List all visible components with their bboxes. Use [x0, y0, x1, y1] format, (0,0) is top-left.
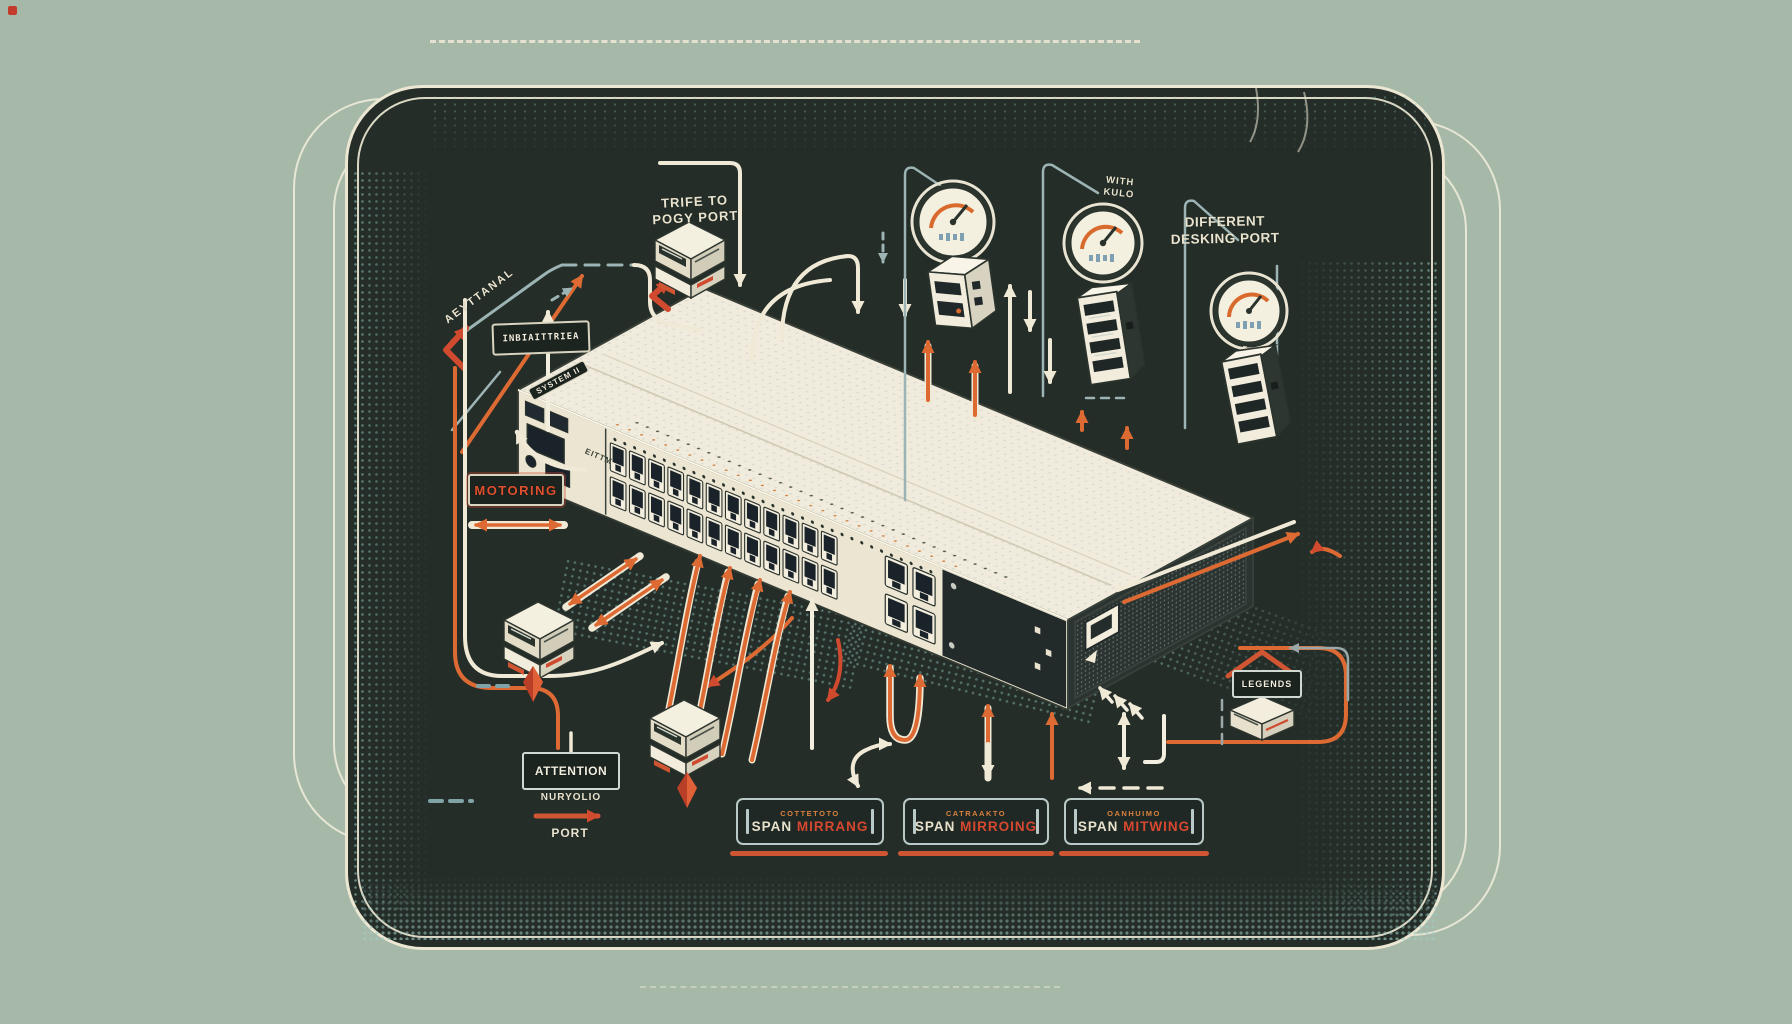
tick-right [1036, 809, 1039, 834]
halftone-left [352, 170, 432, 910]
red-bend-arrow-1 [443, 325, 469, 371]
corner-red-dot [8, 6, 17, 15]
red-diamond-arrow-2 [677, 772, 697, 808]
span-mirroring-box-3: OANHUIMO SPAN MITWING [1064, 798, 1204, 845]
top-dashed-line [430, 40, 1140, 43]
receiver-badge: LEGENDS [1232, 670, 1302, 698]
tick-left [1074, 809, 1077, 834]
device-mid-left [503, 601, 575, 679]
tick-right [1191, 809, 1194, 834]
span-box-word2: MITWING [1123, 819, 1191, 834]
attention-sub: NURYOLIO [540, 792, 602, 803]
device-top-left [654, 221, 726, 299]
span-box-caption: CATRAAKTO [945, 809, 1007, 818]
with-kulo-label: WITH KULO [1103, 174, 1136, 201]
span-box-word2: MIRROING [960, 819, 1038, 834]
attention-badge: ATTENTION [522, 752, 620, 790]
device-right [1228, 695, 1296, 742]
gauge-2 [1062, 202, 1144, 294]
span-box-word1: SPAN [1077, 819, 1119, 834]
gauge-3 [1209, 271, 1289, 360]
tick-left [746, 809, 749, 834]
meter-box-1 [925, 255, 997, 330]
tick-left [913, 809, 916, 834]
red-diamond-arrow-1 [523, 666, 543, 702]
barcode-badge: INBIAITTRIEA [491, 320, 591, 356]
different-port-label: DIFFERENT DESKING PORT [1160, 213, 1291, 249]
connector-arrows [428, 161, 1350, 823]
halftone-right [1292, 260, 1440, 920]
attention-port: PORT [551, 826, 589, 840]
span-box-caption: COTTETOTO [780, 809, 840, 818]
span-mirroring-box-1: COTTETOTO SPAN MIRRANG [736, 798, 884, 845]
device-bottom-center [649, 699, 721, 777]
span-box-caption: OANHUIMO [1107, 809, 1161, 818]
span-underline-3 [1059, 851, 1209, 856]
span-underline-2 [898, 851, 1054, 856]
span-mirroring-box-2: CATRAAKTO SPAN MIRROING [903, 798, 1049, 845]
span-box-word2: MIRRANG [796, 819, 869, 834]
span-box-word1: SPAN [751, 819, 793, 834]
monitoring-badge: MOTORING [468, 474, 564, 506]
halftone-top [430, 94, 1430, 158]
meter-box-3 [1218, 343, 1292, 446]
meter-box-2 [1074, 281, 1146, 386]
sfp-arrow-icon [1085, 650, 1097, 663]
tick-right [871, 809, 874, 834]
different-port-line2: DESKING PORT [1170, 229, 1280, 247]
span-box-word1: SPAN [914, 819, 956, 834]
network-switch [515, 287, 1256, 712]
span-underline-1 [730, 851, 888, 856]
halftone-bottom [362, 876, 1438, 940]
traffic-label: TRIFE TO POGY PORT [629, 191, 761, 230]
bottom-dashed-line [640, 986, 1060, 988]
